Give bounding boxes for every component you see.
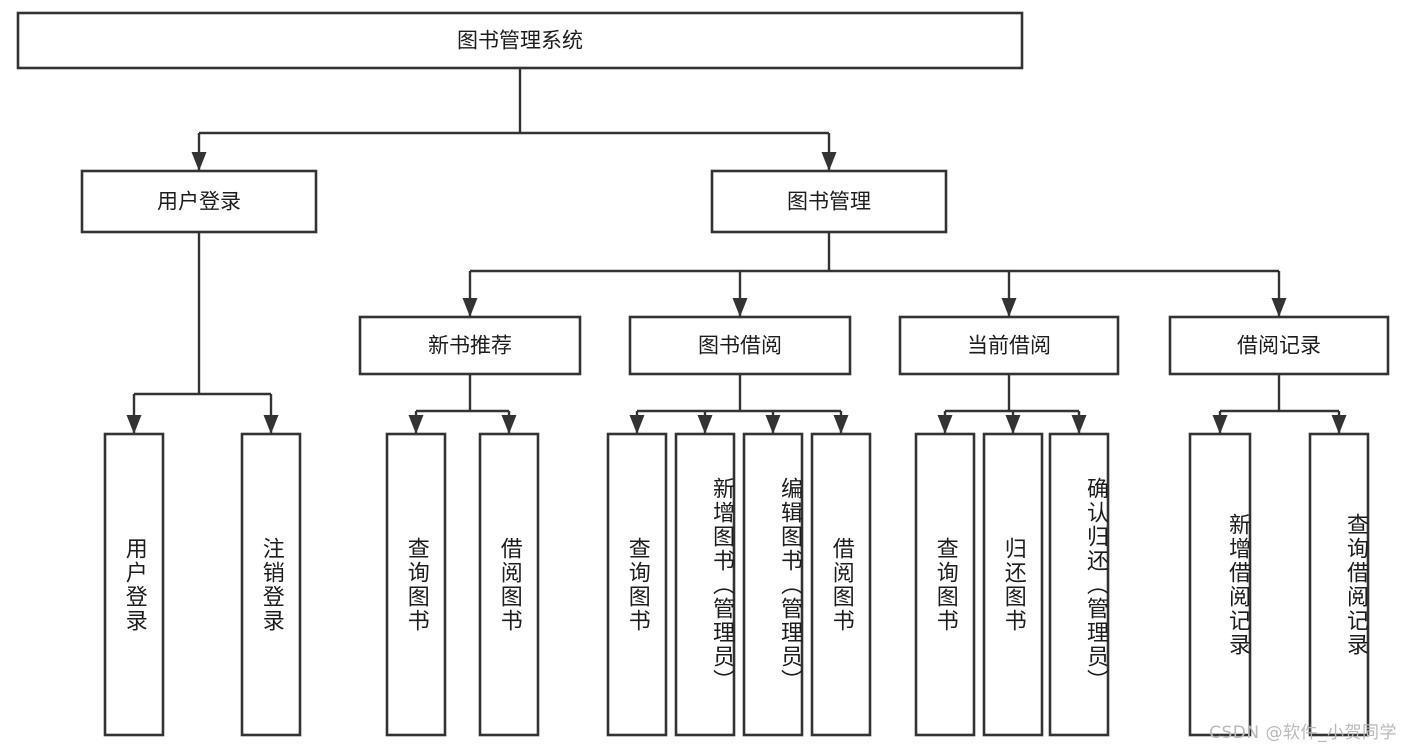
csdn-watermark: CSDN @软件_小贺同学 [1209, 723, 1397, 743]
node-box-leaf-8[interactable] [914, 432, 976, 737]
arrow-head-current-1 [1005, 415, 1021, 434]
node-box-l1-0[interactable] [80, 169, 318, 234]
arrow-head-new-book-1 [501, 415, 517, 434]
arrow-head-user-login-0 [126, 415, 142, 434]
node-box-leaf-7[interactable] [810, 432, 872, 737]
node-label-l2-1: 图书借阅 [698, 334, 782, 358]
arrow-head-level1-0 [191, 152, 207, 171]
node-box-l2-3[interactable] [1168, 315, 1390, 376]
node-label-l1-1: 图书管理 [787, 190, 871, 214]
node-box-leaf-10[interactable] [1048, 432, 1110, 737]
node-box-layer [16, 11, 1390, 737]
arrow-head-borrow-0 [629, 415, 645, 434]
arrow-head-level2-0 [462, 298, 478, 317]
arrow-head-user-login-1 [263, 415, 279, 434]
node-label-l2-3: 借阅记录 [1237, 334, 1321, 358]
node-label-l2-0: 新书推荐 [428, 334, 512, 358]
node-label-root: 图书管理系统 [457, 29, 583, 53]
node-box-l2-2[interactable] [898, 315, 1120, 376]
arrow-head-level1-1 [821, 152, 837, 171]
node-label-l2-2: 当前借阅 [967, 334, 1051, 358]
arrow-head-borrow-1 [697, 415, 713, 434]
arrow-head-record-1 [1331, 415, 1347, 434]
arrow-head-level2-3 [1271, 298, 1287, 317]
node-box-l2-0[interactable] [358, 315, 582, 376]
connector-layer [126, 68, 1347, 434]
node-box-leaf-1[interactable] [240, 432, 302, 737]
node-box-leaf-9[interactable] [982, 432, 1044, 737]
node-box-leaf-6[interactable] [742, 432, 804, 737]
node-box-leaf-11[interactable] [1188, 432, 1252, 737]
node-box-l2-1[interactable] [628, 315, 852, 376]
node-label-l1-0: 用户登录 [157, 190, 241, 214]
arrow-head-level2-1 [732, 298, 748, 317]
arrow-head-current-2 [1071, 415, 1087, 434]
node-box-root[interactable] [16, 11, 1024, 70]
arrow-head-record-0 [1212, 415, 1228, 434]
node-box-l1-1[interactable] [710, 169, 948, 234]
arrow-head-level2-2 [1001, 298, 1017, 317]
node-box-leaf-3[interactable] [478, 432, 540, 737]
node-box-leaf-12[interactable] [1308, 432, 1370, 737]
arrow-head-borrow-2 [765, 415, 781, 434]
node-box-leaf-5[interactable] [674, 432, 736, 737]
node-box-leaf-0[interactable] [103, 432, 165, 737]
arrow-head-current-0 [937, 415, 953, 434]
arrow-head-borrow-3 [833, 415, 849, 434]
arrow-head-new-book-0 [408, 415, 424, 434]
node-box-leaf-2[interactable] [385, 432, 447, 737]
node-box-leaf-4[interactable] [606, 432, 668, 737]
